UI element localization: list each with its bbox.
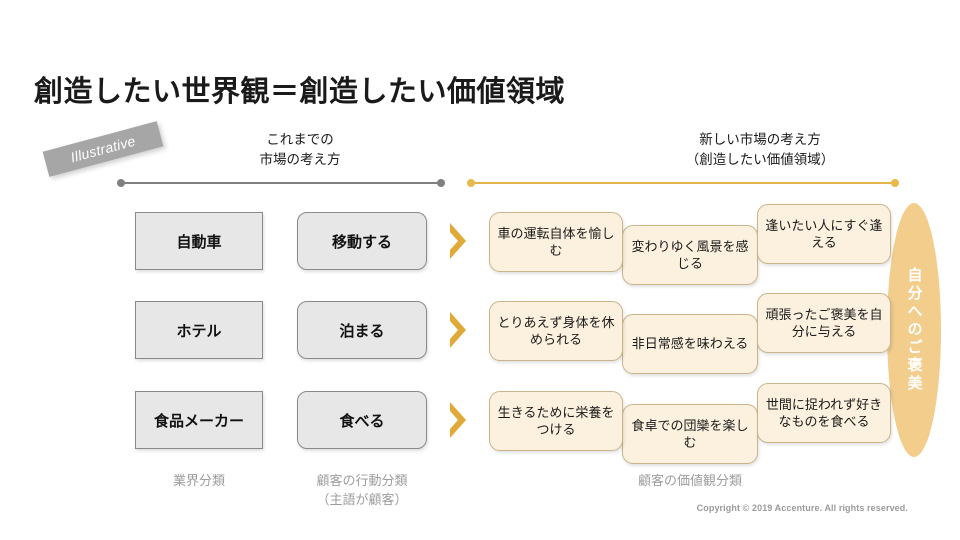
illustrative-ribbon-label: Illustrative	[68, 132, 138, 166]
section-header-old-market-line1: これまでの	[266, 132, 334, 147]
customer-value-box[interactable]: 車の運転自体を愉しむ	[489, 212, 623, 272]
divider-endpoint-gold-left	[467, 179, 475, 187]
page-title: 創造したい世界観＝創造したい価値領域	[34, 76, 566, 108]
customer-action-box[interactable]: 食べる	[297, 391, 427, 449]
caption-customer-values: 顧客の価値観分類	[637, 473, 742, 488]
customer-value-box[interactable]: 非日常感を味わえる	[622, 314, 758, 374]
caption-customer-action-line2: （主語が顧客）	[316, 491, 408, 507]
industry-box[interactable]: ホテル	[135, 301, 263, 359]
customer-value-box[interactable]: 世間に捉われず好きなものを食べる	[757, 383, 891, 443]
divider-endpoint-right	[437, 179, 445, 187]
copyright-notice: Copyright © 2019 Accenture. All rights r…	[696, 503, 908, 513]
divider-rule-new-market	[470, 182, 898, 184]
caption-customer-action-line1: 顧客の行動分類	[316, 473, 408, 488]
customer-value-box[interactable]: とりあえず身体を休められる	[489, 301, 623, 361]
customer-value-box[interactable]: 逢いたい人にすぐ逢える	[757, 204, 891, 264]
divider-endpoint-left	[117, 179, 125, 187]
divider-endpoint-gold-right	[891, 179, 899, 187]
divider-rule-old-market	[120, 182, 442, 184]
customer-value-box[interactable]: 生きるために栄養をつける	[489, 391, 623, 451]
customer-value-box[interactable]: 食卓での団欒を楽しむ	[622, 404, 758, 464]
caption-industry: 業界分類	[172, 473, 225, 488]
customer-action-box[interactable]: 泊まる	[297, 301, 427, 359]
caption-customer-action: 顧客の行動分類 （主語が顧客）	[282, 472, 442, 510]
customer-value-box[interactable]: 頑張ったご褒美を自分に与える	[757, 293, 891, 353]
self-reward-ellipse-label: 自分へのご褒美	[905, 267, 923, 393]
self-reward-ellipse: 自分へのご褒美	[887, 203, 941, 457]
section-header-new-market-line1: 新しい市場の考え方	[699, 132, 821, 147]
industry-box[interactable]: 自動車	[135, 212, 263, 270]
chevron-right-icon	[446, 220, 472, 262]
illustrative-ribbon: Illustrative	[42, 121, 164, 177]
chevron-right-icon	[446, 309, 472, 351]
section-header-old-market-line2: 市場の考え方	[259, 151, 341, 167]
section-header-new-market: 新しい市場の考え方 （創造したい価値領域）	[600, 130, 920, 169]
section-header-new-market-line2: （創造したい価値領域）	[685, 151, 835, 167]
section-header-old-market: これまでの 市場の考え方	[200, 130, 400, 169]
industry-box[interactable]: 食品メーカー	[135, 391, 263, 449]
customer-action-box[interactable]: 移動する	[297, 212, 427, 270]
chevron-right-icon	[446, 399, 472, 441]
customer-value-box[interactable]: 変わりゆく風景を感じる	[622, 225, 758, 285]
